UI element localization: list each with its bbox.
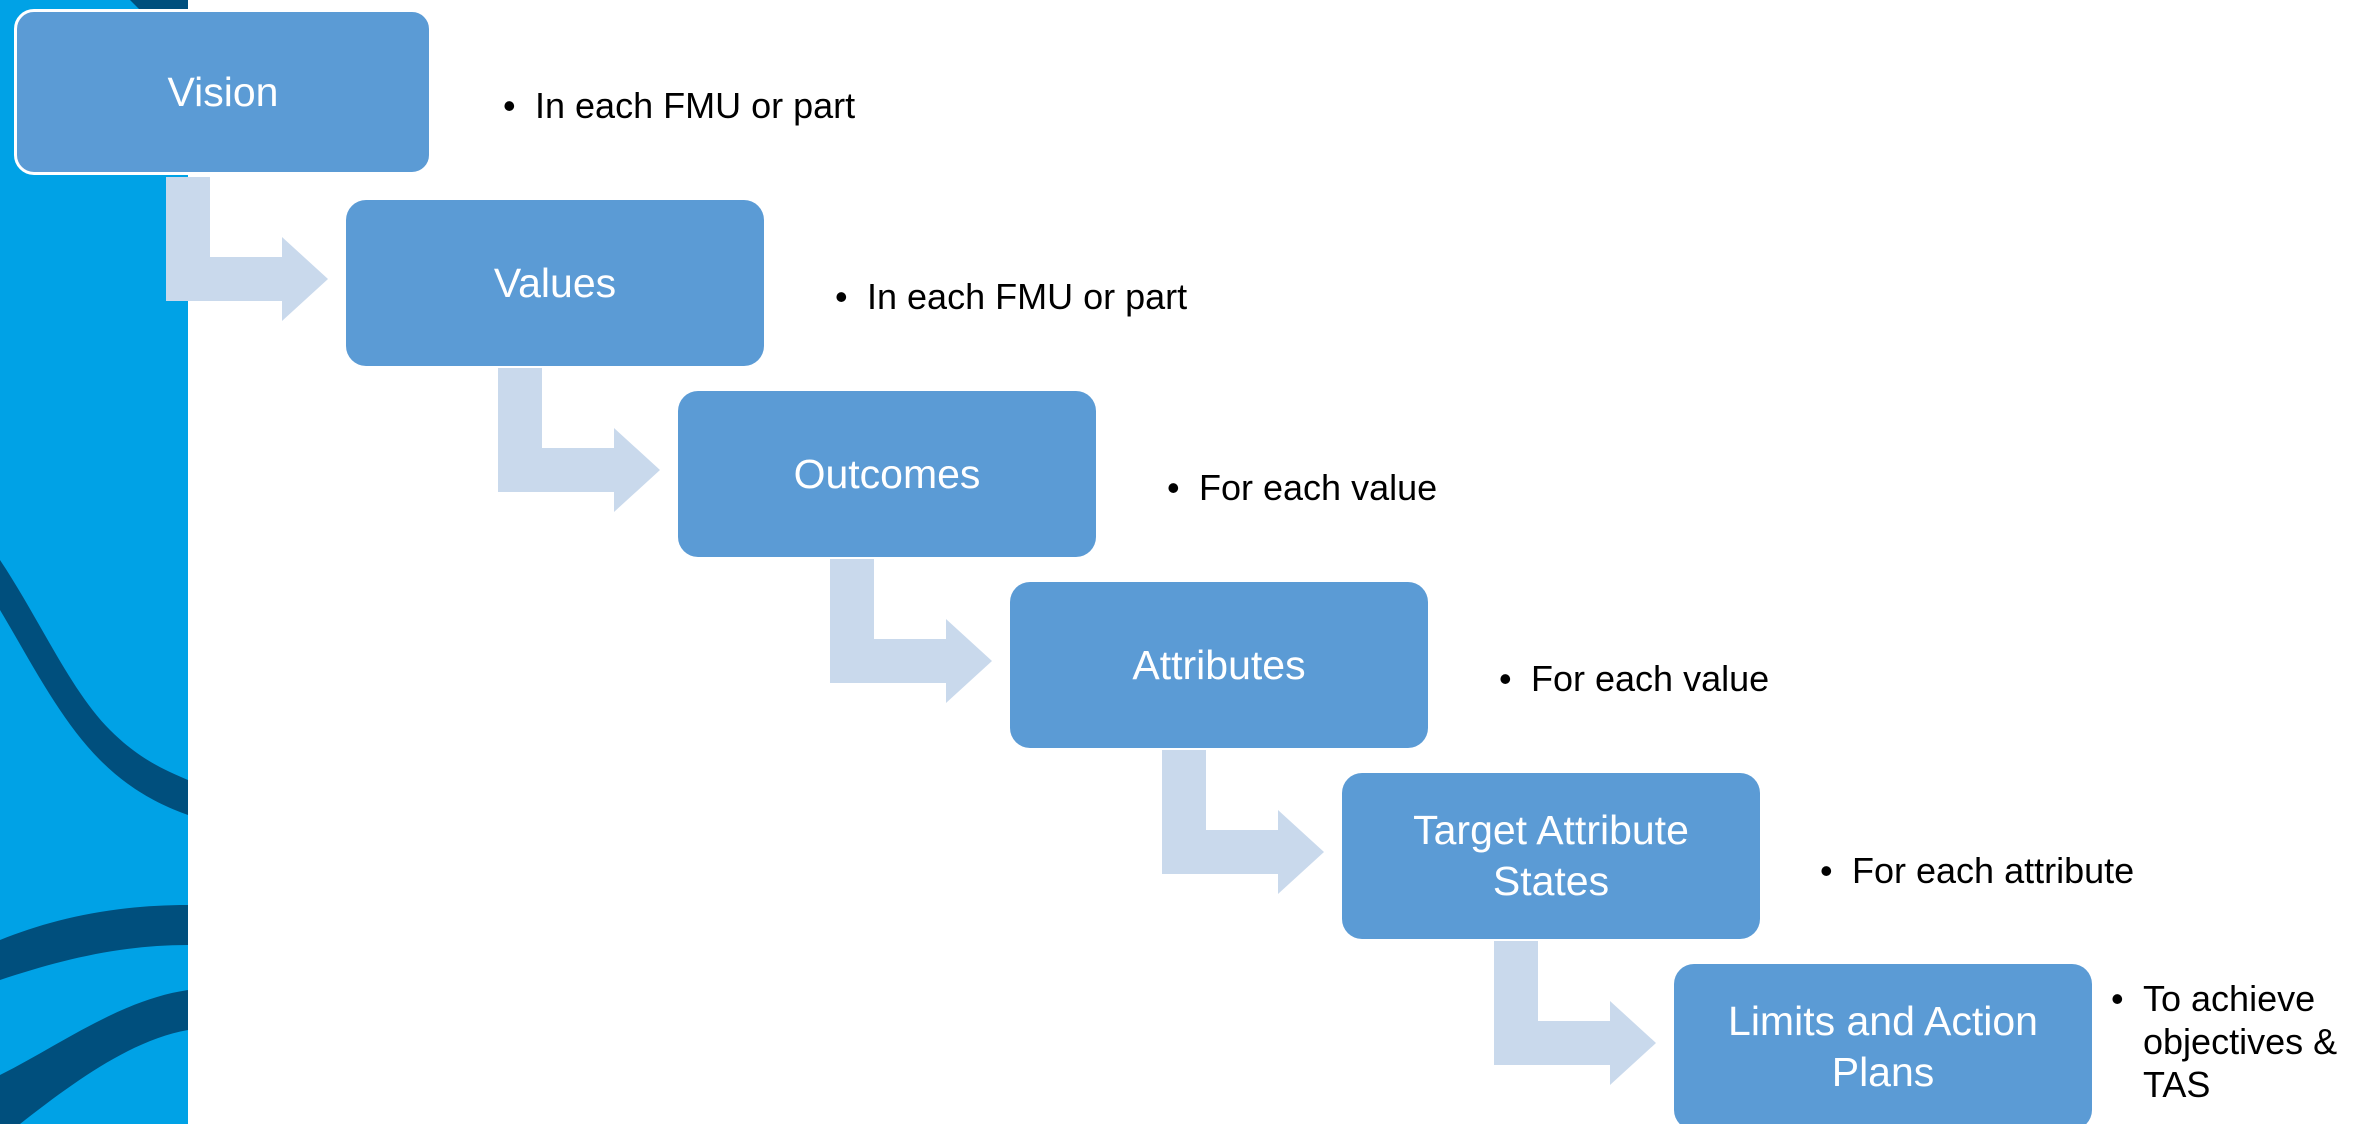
step-box-attributes: Attributes <box>1010 582 1428 748</box>
note-text-target-attribute-states: For each attribute <box>1852 850 2135 891</box>
note-outcomes: • For each value <box>1167 466 1437 509</box>
note-limits-and-action-plans: • To achieve objectives & TAS <box>2111 977 2343 1107</box>
connector-arrow-5 <box>1494 941 1656 1085</box>
note-values: • In each FMU or part <box>835 275 1187 318</box>
note-attributes: • For each value <box>1499 657 1769 700</box>
note-text-vision: In each FMU or part <box>535 85 856 126</box>
bullet-glyph: • <box>835 276 848 317</box>
note-text-outcomes: For each value <box>1199 467 1438 508</box>
bullet-glyph: • <box>2111 978 2124 1019</box>
note-text-values: In each FMU or part <box>867 276 1188 317</box>
step-box-limits-and-action-plans: Limits and Action Plans <box>1674 964 2092 1124</box>
step-label-attributes: Attributes <box>1132 641 1306 688</box>
step-box-target-attribute-states: Target Attribute States <box>1342 773 1760 939</box>
decorative-side-band <box>0 0 188 1124</box>
connector-arrow-1 <box>166 177 328 321</box>
note-vision: • In each FMU or part <box>503 84 855 127</box>
step-box-values: Values <box>346 200 764 366</box>
bullet-glyph: • <box>1820 850 1833 891</box>
connector-arrow-4 <box>1162 750 1324 894</box>
connector-arrow-2 <box>498 368 660 512</box>
connector-arrow-3 <box>830 559 992 703</box>
bullet-glyph: • <box>1167 467 1180 508</box>
bullet-glyph: • <box>503 85 516 126</box>
note-text-limits-and-action-plans: To achieve objectives & TAS <box>2143 978 2338 1106</box>
step-box-vision: Vision <box>14 9 432 175</box>
step-label-limits-and-action-plans: Limits and Action Plans <box>1728 998 2038 1095</box>
step-label-vision: Vision <box>167 68 279 115</box>
bullet-glyph: • <box>1499 658 1512 699</box>
wave-bottom-decoration <box>0 990 188 1124</box>
step-label-target-attribute-states: Target Attribute States <box>1413 807 1689 904</box>
step-label-outcomes: Outcomes <box>793 450 981 497</box>
note-target-attribute-states: • For each attribute <box>1820 849 2134 892</box>
wave-middle-decoration <box>0 560 188 815</box>
step-label-values: Values <box>493 259 617 306</box>
note-text-attributes: For each value <box>1531 658 1770 699</box>
step-box-outcomes: Outcomes <box>678 391 1096 557</box>
wave-lower-decoration <box>0 905 188 980</box>
